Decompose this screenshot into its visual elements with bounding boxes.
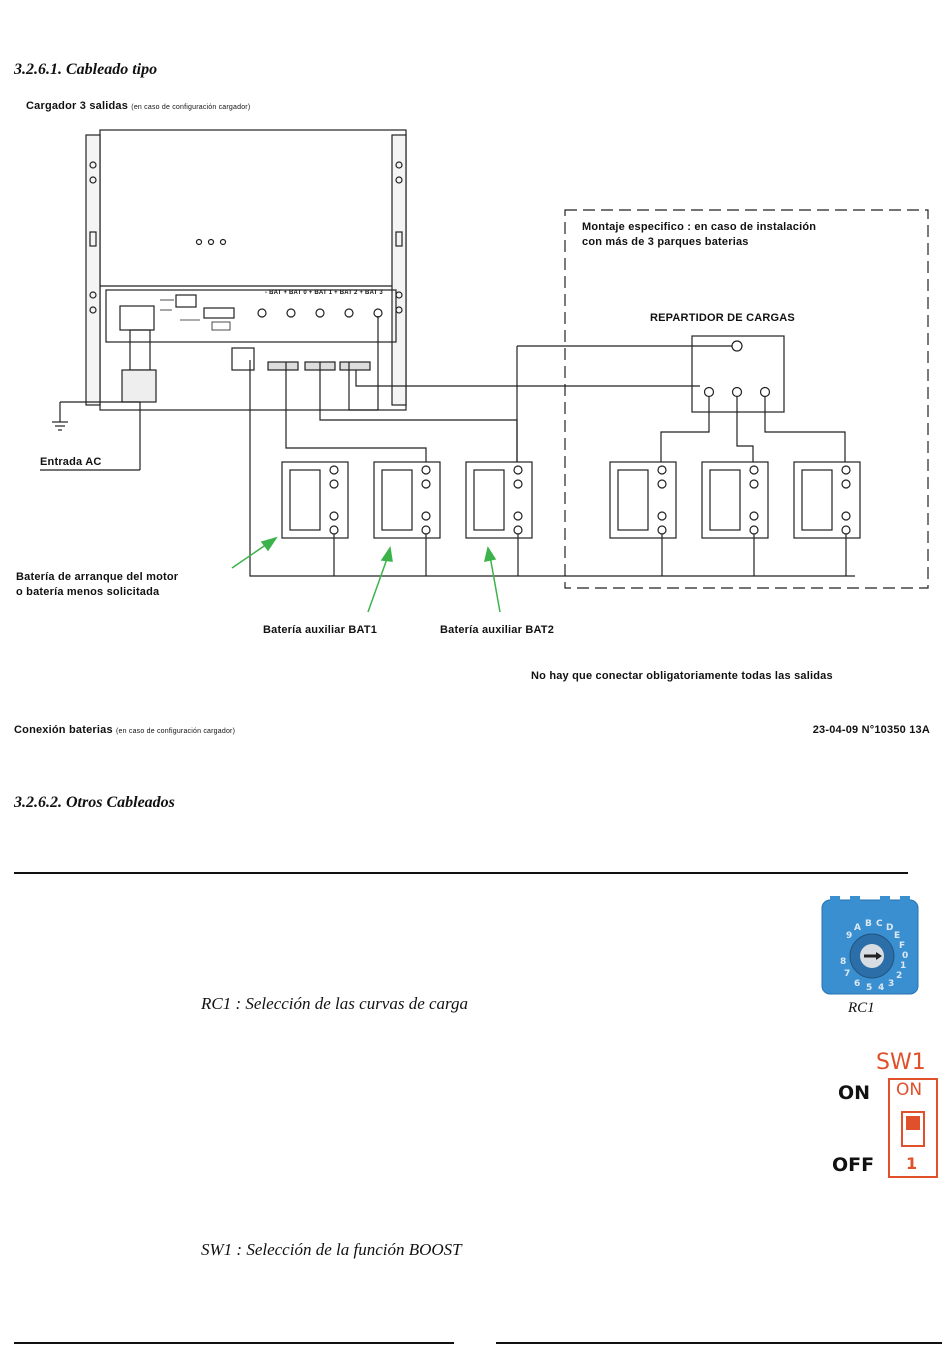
- repartidor-label: REPARTIDOR DE CARGAS: [650, 312, 795, 324]
- sw1-switch-number: 1: [906, 1154, 918, 1173]
- horizontal-rule: [14, 872, 908, 874]
- no-hay-note: No hay que conectar obligatoriamente tod…: [531, 670, 833, 682]
- reference-code: 23-04-09 N°10350 13A: [812, 724, 930, 736]
- charger-title: Cargador 3 salidas (en caso de configura…: [26, 100, 251, 112]
- svg-text:3: 3: [888, 979, 894, 989]
- sw1-switch-on-text: ON: [896, 1080, 923, 1100]
- bat2-label: Batería auxiliar BAT2: [440, 624, 555, 636]
- svg-text:2: 2: [896, 971, 902, 981]
- svg-text:B: B: [865, 919, 872, 929]
- svg-text:7: 7: [844, 969, 850, 979]
- svg-text:F: F: [899, 941, 905, 951]
- rc1-caption: RC1: [848, 1000, 875, 1016]
- svg-text:8: 8: [840, 957, 846, 967]
- svg-text:E: E: [894, 931, 900, 941]
- sw1-on-label: ON: [838, 1082, 871, 1104]
- svg-text:0: 0: [902, 951, 908, 961]
- svg-text:1: 1: [900, 961, 906, 971]
- section-heading-otros-cableados: 3.2.6.2. Otros Cableados: [14, 794, 175, 811]
- svg-text:5: 5: [866, 983, 872, 993]
- sw1-description: SW1 : Selección de la función BOOST: [201, 1240, 462, 1259]
- conexion-title: Conexión baterias (en caso de configurac…: [14, 724, 236, 736]
- section-heading-cableado-tipo: 3.2.6.1. Cableado tipo: [14, 61, 158, 78]
- sw1-title: SW1: [876, 1050, 926, 1075]
- entrada-ac-label: Entrada AC: [40, 456, 102, 468]
- sw1-dip-switch: [888, 1078, 938, 1178]
- wiring-schematic-svg: [40, 129, 929, 613]
- svg-text:4: 4: [878, 983, 884, 993]
- svg-text:6: 6: [854, 979, 860, 989]
- montage-note: Montaje especifico : en caso de instalac…: [582, 221, 817, 248]
- sw1-off-label: OFF: [832, 1154, 875, 1176]
- svg-text:9: 9: [846, 931, 852, 941]
- footer-rule-left: [14, 1342, 454, 1344]
- svg-text:C: C: [876, 919, 883, 929]
- svg-text:D: D: [886, 923, 893, 933]
- svg-text:A: A: [854, 923, 861, 933]
- bat1-label: Batería auxiliar BAT1: [263, 624, 378, 636]
- footer-rule-right: [496, 1342, 942, 1344]
- wiring-diagram: Cargador 3 salidas (en caso de configura…: [0, 90, 950, 750]
- terminal-labels: - BAT + BAT 0 + BAT 1 + BAT 2 + BAT 3: [265, 290, 383, 296]
- rc1-description: RC1 : Selección de las curvas de carga: [201, 994, 469, 1013]
- bateria-arranque-label: Batería de arranque del motor o batería …: [16, 571, 179, 598]
